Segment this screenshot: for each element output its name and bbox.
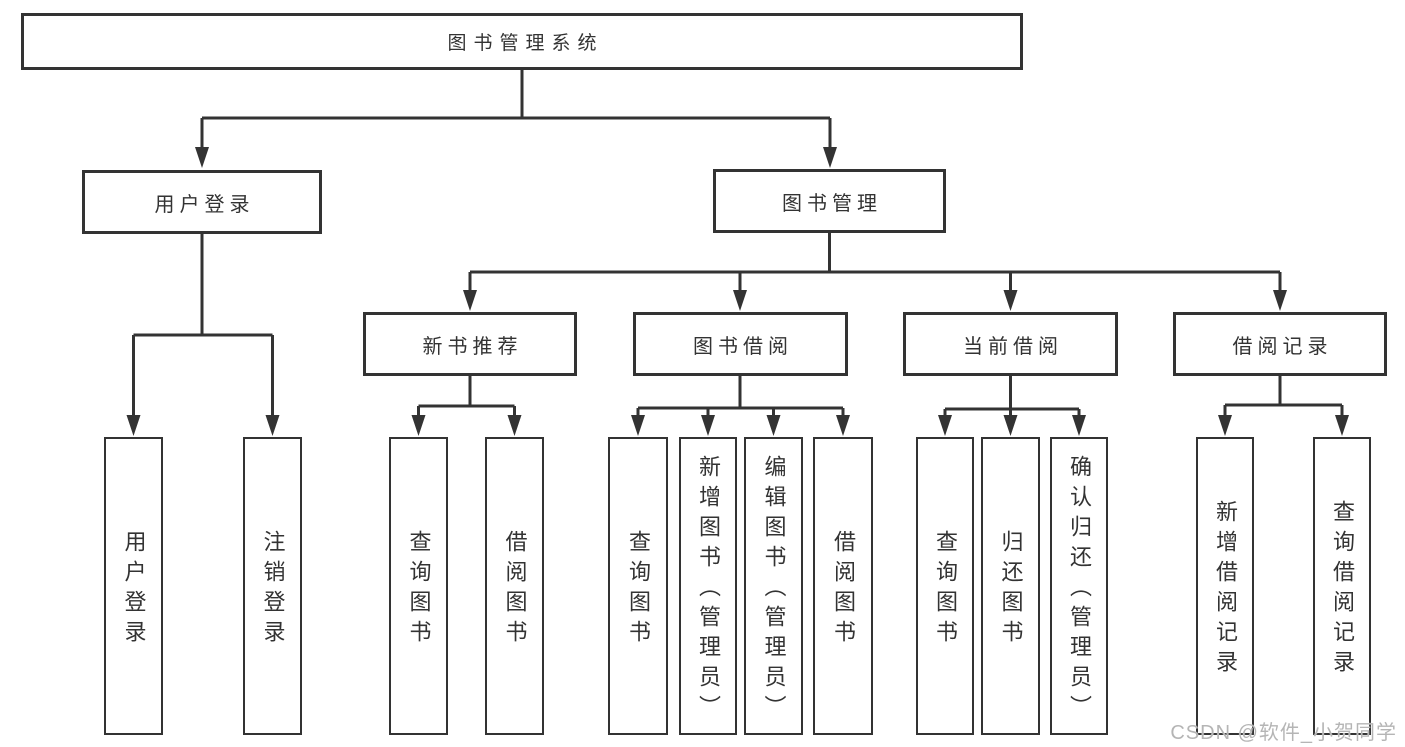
connector-login-to-leaves <box>126 234 280 436</box>
arrowhead-icon <box>733 290 747 311</box>
node-current-borrow: 当前借阅 <box>903 312 1118 376</box>
leaf-login-user-login: 用户登录 <box>104 437 163 735</box>
arrowhead-icon <box>1218 415 1232 436</box>
arrowhead-icon <box>463 290 477 311</box>
arrowhead-icon <box>823 147 837 168</box>
leaf-label: 新增图书（管理员） <box>696 455 721 725</box>
arrowhead-icon <box>507 415 522 436</box>
arrowhead-icon <box>1273 290 1287 311</box>
node-book-borrow: 图书借阅 <box>633 312 848 376</box>
leaf-label: 归还图书 <box>998 530 1024 650</box>
node-new-book-recommend: 新书推荐 <box>363 312 577 376</box>
connector-current-to-leaves <box>938 376 1086 436</box>
leaf-login-logout: 注销登录 <box>243 437 302 735</box>
node-current-borrow-label: 当前借阅 <box>963 335 1063 358</box>
node-borrow-records-label: 借阅记录 <box>1232 335 1333 358</box>
node-root: 图书管理系统 <box>21 13 1023 70</box>
leaf-current-return-book: 归还图书 <box>981 437 1040 735</box>
arrowhead-icon <box>265 415 280 436</box>
arrowhead-icon <box>938 415 952 436</box>
leaf-label: 借阅图书 <box>831 530 856 650</box>
node-user-login-label: 用户登录 <box>154 193 255 216</box>
arrowhead-icon <box>631 415 645 436</box>
leaf-label: 确认归还（管理员） <box>1067 455 1092 725</box>
leaf-label: 用户登录 <box>121 530 147 650</box>
node-root-label: 图书管理系统 <box>447 33 604 54</box>
connector-newbook-to-leaves <box>411 376 522 436</box>
leaf-records-query-record: 查询借阅记录 <box>1313 437 1371 735</box>
arrowhead-icon <box>701 415 715 436</box>
arrowhead-icon <box>126 415 141 436</box>
node-book-borrow-label: 图书借阅 <box>693 335 793 358</box>
connector-borrow-to-leaves <box>631 376 850 436</box>
node-borrow-records: 借阅记录 <box>1173 312 1387 376</box>
leaf-label: 新增借阅记录 <box>1213 500 1238 680</box>
arrowhead-icon <box>836 415 850 436</box>
arrowhead-icon <box>1072 415 1086 436</box>
connector-records-to-leaves <box>1218 376 1349 436</box>
leaf-borrow-borrow-book: 借阅图书 <box>813 437 873 735</box>
leaf-label: 注销登录 <box>260 530 286 650</box>
leaf-label: 查询图书 <box>933 530 958 650</box>
leaf-newbook-query-book: 查询图书 <box>389 437 448 735</box>
leaf-label: 查询图书 <box>406 530 432 650</box>
leaf-borrow-edit-book-admin: 编辑图书（管理员） <box>744 437 803 735</box>
leaf-label: 编辑图书（管理员） <box>761 455 787 725</box>
connector-root-to-level2 <box>195 70 837 168</box>
leaf-current-confirm-return-admin: 确认归还（管理员） <box>1050 437 1108 735</box>
leaf-label: 查询借阅记录 <box>1330 500 1355 680</box>
connector-mgmt-to-level3 <box>463 233 1287 311</box>
csdn-watermark: CSDN @软件_小贺同学 <box>1170 722 1397 744</box>
leaf-label: 借阅图书 <box>502 530 528 650</box>
arrowhead-icon <box>1003 415 1018 436</box>
node-new-book-recommend-label: 新书推荐 <box>422 335 523 358</box>
leaf-borrow-add-book-admin: 新增图书（管理员） <box>679 437 737 735</box>
node-book-management-label: 图书管理 <box>782 192 882 215</box>
leaf-records-add-record: 新增借阅记录 <box>1196 437 1254 735</box>
leaf-newbook-borrow-book: 借阅图书 <box>485 437 544 735</box>
node-user-login: 用户登录 <box>82 170 322 234</box>
leaf-label: 查询图书 <box>626 530 651 650</box>
arrowhead-icon <box>1003 290 1018 311</box>
arrowhead-icon <box>411 415 426 436</box>
arrowhead-icon <box>195 147 209 168</box>
leaf-current-query-book: 查询图书 <box>916 437 974 735</box>
node-book-management: 图书管理 <box>713 169 946 233</box>
arrowhead-icon <box>1335 415 1349 436</box>
arrowhead-icon <box>766 415 781 436</box>
leaf-borrow-query-book: 查询图书 <box>608 437 668 735</box>
